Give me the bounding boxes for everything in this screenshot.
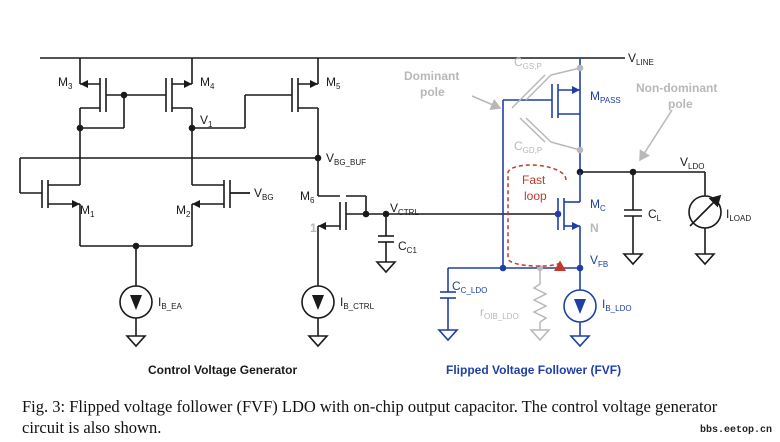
parasitic-dots: [537, 64, 584, 271]
m6-ratio-label: 1: [310, 221, 317, 235]
node-vctrl-label: VCTRL: [390, 201, 419, 217]
section-label-fvf: Flipped Voltage Follower (FVF): [446, 363, 621, 377]
node-vline-label: VLINE: [628, 51, 654, 67]
node-vbg-buf-label: VBG_BUF: [326, 151, 366, 167]
m4-label: M4: [200, 75, 215, 91]
m3-label: M3: [58, 75, 73, 91]
parasitic-elements: [471, 67, 673, 342]
ib-ea-label: IB_EA: [158, 295, 182, 311]
nondominant-pole-label-line2: pole: [668, 97, 693, 111]
fvf-marks: [499, 86, 586, 314]
m6-label: M6: [300, 189, 315, 205]
cl-label: CL: [648, 207, 662, 223]
node-vfb-label: VFB: [590, 253, 608, 269]
fast-loop-path: [507, 164, 567, 272]
m1-label: M1: [80, 203, 95, 219]
iload-label: ILOAD: [726, 207, 751, 223]
dominant-pole-label-line2: pole: [420, 85, 445, 99]
node-vldo-label: VLDO: [680, 155, 704, 171]
ground-symbols: [125, 253, 716, 348]
roib-label: rOIB_LDO: [480, 305, 519, 321]
mpass-label: MPASS: [590, 89, 621, 105]
fast-loop-label-line1: Fast: [522, 173, 546, 187]
m5-label: M5: [326, 75, 341, 91]
ib-ctrl-label: IB_CTRL: [340, 295, 375, 311]
cc-ldo-label: CC_LDO: [452, 279, 487, 295]
node-vbg-label: VBG: [254, 186, 274, 202]
watermark: bbs.eetop.cn: [699, 425, 772, 436]
cgd-label: CGD,P: [514, 139, 542, 155]
ldo-schematic: VLINE M3 M4 M5 V1 VBG_BUF M1 M2 VBG M6 1…: [19, 51, 751, 377]
mc-n-label: N: [590, 221, 599, 235]
section-label-control: Control Voltage Generator: [148, 363, 297, 377]
nondominant-pole-label-line1: Non-dominant: [636, 81, 717, 95]
control-generator-marks: [72, 80, 637, 310]
fast-loop-label-line2: loop: [524, 189, 547, 203]
figure-caption: Fig. 3: Flipped voltage follower (FVF) L…: [22, 397, 718, 437]
mc-label: MC: [590, 197, 606, 213]
cc1-label: CC1: [398, 239, 417, 255]
dominant-pole-label-line1: Dominant: [404, 69, 459, 83]
fvf-wiring: [437, 84, 597, 348]
ib-ldo-label: IB_LDO: [602, 297, 632, 313]
m2-label: M2: [176, 203, 191, 219]
node-v1-label: V1: [200, 113, 213, 129]
cgs-label: CGS,P: [514, 55, 542, 71]
